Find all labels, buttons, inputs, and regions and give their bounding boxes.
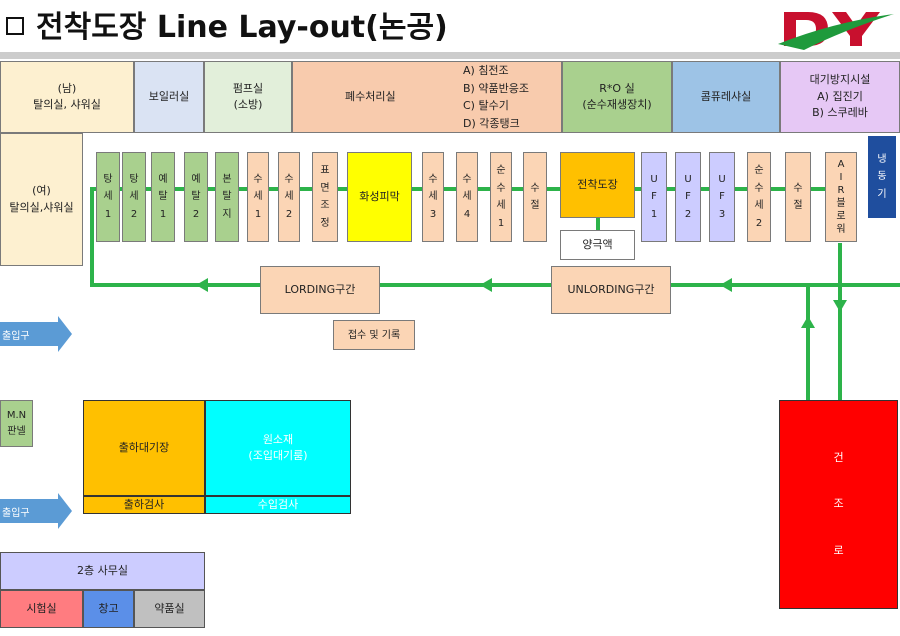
room-boiler: 보일러실 [134, 61, 204, 133]
room-storage: 창고 [83, 590, 134, 628]
anode-solution-tank: 양극액 [560, 230, 635, 260]
room-test-lab: 시험실 [0, 590, 83, 628]
room-female-dressing: (여)탈의실,샤워실 [0, 133, 83, 266]
incoming-inspection: 수입검사 [205, 496, 351, 514]
shipping-inspection: 출하검사 [83, 496, 205, 514]
second-floor-office: 2층 사무실 [0, 552, 205, 590]
entrance-arrow-top: 출입구 [0, 316, 72, 352]
entrance-arrow-bottom: 출입구 [0, 493, 72, 529]
raw-material-area: 원소재(조입대기룸) [205, 400, 351, 496]
flow-arrow-left-2 [480, 278, 492, 292]
room-pump: 펌프실(소방) [204, 61, 292, 133]
flow-arrow-down [833, 300, 847, 312]
anode-connector [596, 218, 600, 231]
conveyor-line-right-up [806, 283, 810, 400]
conveyor-line-left-down [90, 187, 94, 287]
receiving-record-area: 접수 및 기록 [333, 320, 415, 350]
room-wastewater: 폐수처리실 A) 침전조 B) 약품반응조 C) 탈수기 D) 각종탱크 [292, 61, 562, 133]
header-divider [0, 52, 900, 59]
loading-zone: LORDING구간 [260, 266, 380, 314]
tank-phosphate-coating: 화성피막 [347, 152, 412, 242]
shipping-waiting-area: 출하대기장 [83, 400, 205, 496]
page-title: 전착도장 Line Lay-out(논공) [6, 2, 448, 46]
room-compressor: 콤퓨레샤실 [672, 61, 780, 133]
conveyor-line-bottom [90, 283, 900, 287]
room-male-dressing: (남)탈의실, 샤워실 [0, 61, 134, 133]
room-chemicals: 약품실 [134, 590, 205, 628]
flow-arrow-left-1 [196, 278, 208, 292]
checkbox-bullet-icon [6, 16, 24, 35]
room-ro: R*O 실(순수재생장치) [562, 61, 672, 133]
tank-electrodeposition: 전착도장 [560, 152, 635, 218]
flow-arrow-up [801, 316, 815, 328]
wastewater-equipment-list: A) 침전조 B) 약품반응조 C) 탈수기 D) 각종탱크 [463, 64, 529, 130]
unloading-zone: UNLORDING구간 [551, 266, 671, 314]
company-logo [774, 4, 898, 54]
flow-arrow-left-3 [720, 278, 732, 292]
conveyor-line-air-down [838, 243, 842, 400]
